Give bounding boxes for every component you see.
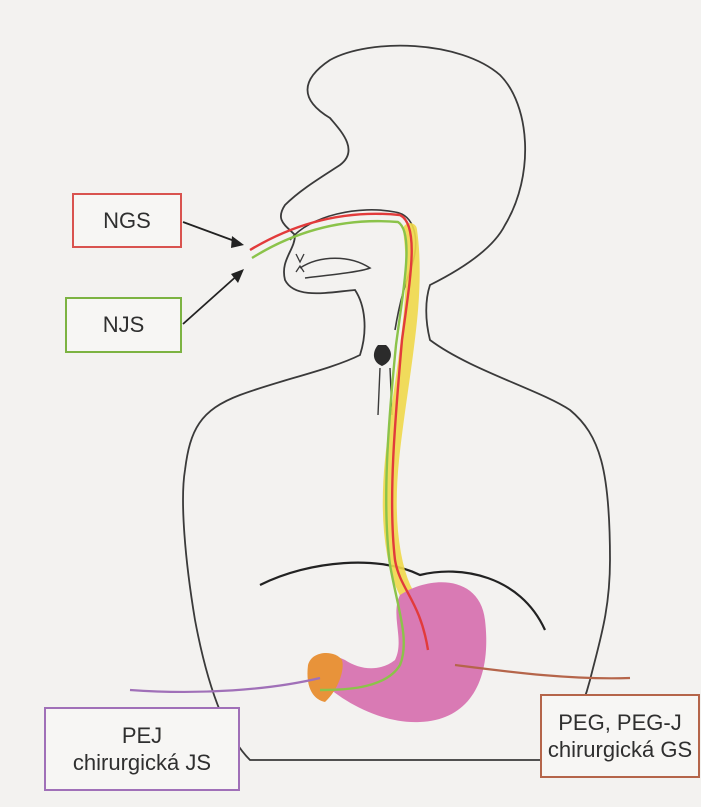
larynx <box>374 345 391 366</box>
njs-label: NJS <box>103 311 145 339</box>
pej-label-line2: chirurgická JS <box>73 749 211 777</box>
njs-label-box: NJS <box>65 297 182 353</box>
njs-arrow <box>183 273 240 324</box>
teeth <box>296 254 304 272</box>
tongue <box>300 258 370 278</box>
jejunum <box>307 653 342 702</box>
ngs-label: NGS <box>103 207 151 235</box>
peg-label-line1: PEG, PEG-J <box>558 709 681 737</box>
peg-label-box: PEG, PEG-J chirurgická GS <box>540 694 700 778</box>
pej-label-line1: PEJ <box>122 722 162 750</box>
ngs-arrow <box>183 222 240 243</box>
pej-tube <box>130 678 320 692</box>
pej-label-box: PEJ chirurgická JS <box>44 707 240 791</box>
peg-label-line2: chirurgická GS <box>548 736 692 764</box>
njs-tube <box>252 221 407 690</box>
njs-arrowhead <box>231 269 244 283</box>
stomach <box>317 582 486 722</box>
ngs-arrowhead <box>231 236 244 248</box>
ngs-label-box: NGS <box>72 193 182 248</box>
nasal-cavity <box>290 210 416 330</box>
